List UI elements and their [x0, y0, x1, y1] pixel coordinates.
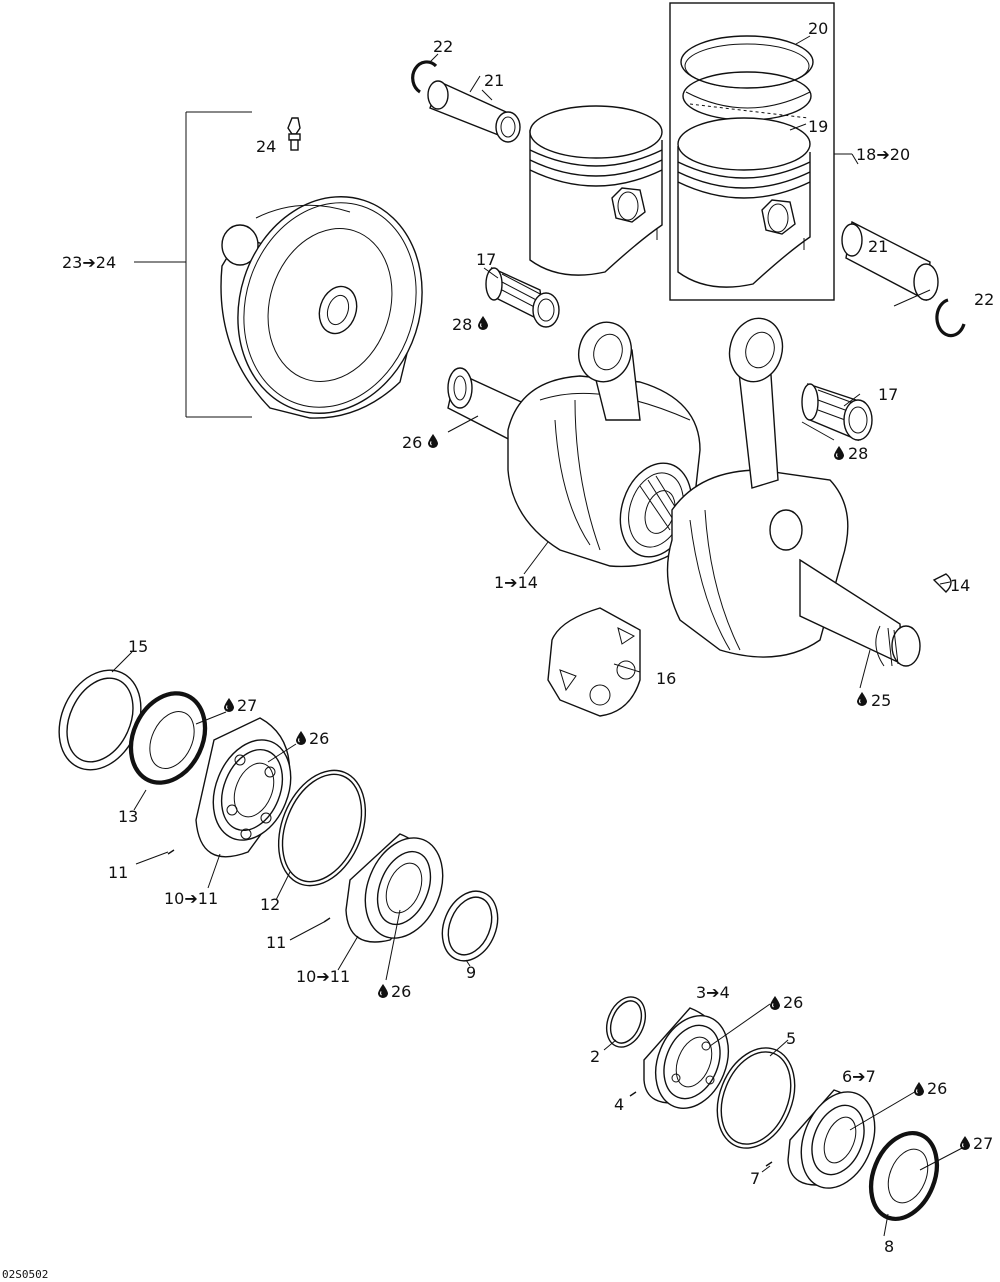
- part-label: 18➔20: [856, 145, 910, 164]
- circlip-right: [935, 298, 966, 338]
- part-label: 10➔11: [296, 967, 350, 986]
- thrust-washer-9: [441, 890, 499, 962]
- needle-bearing-right: [801, 383, 873, 442]
- part-label: 22: [433, 37, 453, 56]
- part-label: 9: [466, 963, 476, 982]
- wrist-pin-right: [841, 220, 939, 302]
- ring-2: [605, 996, 647, 1048]
- ball-bearing-10b: [345, 833, 444, 943]
- o-ring-5: [716, 1047, 796, 1149]
- oil-drop-icon: [378, 984, 388, 998]
- oil-drop-icon: [770, 996, 780, 1010]
- part-label: 14: [950, 576, 970, 595]
- o-ring-12: [277, 769, 367, 887]
- part-label: 28: [848, 444, 868, 463]
- part-label: 21: [484, 71, 504, 90]
- part-label: 6➔7: [842, 1067, 876, 1086]
- part-label: 13: [118, 807, 138, 826]
- part-label: 26: [402, 433, 422, 452]
- part-label: 7: [750, 1169, 760, 1188]
- part-label: 4: [614, 1095, 624, 1114]
- oil-drop-icon: [960, 1136, 970, 1150]
- ball-bearing-6: [787, 1089, 876, 1189]
- part-label: 5: [786, 1029, 796, 1048]
- flywheel-bracket: [134, 111, 252, 418]
- oil-drop-icon: [428, 434, 438, 448]
- oil-drop-icon: [296, 731, 306, 745]
- dowel-pin-7: [765, 1161, 773, 1167]
- ball-bearing-10a: [195, 717, 292, 858]
- part-label: 15: [128, 637, 148, 656]
- part-label: 21: [868, 237, 888, 256]
- crankshaft: [447, 317, 921, 667]
- part-labels: 22 21 20 19 18➔20 24 23➔24 17 28 21 22 1…: [2, 19, 994, 1281]
- part-label: 22: [974, 290, 994, 309]
- part-label: 20: [808, 19, 828, 38]
- part-label: 24: [256, 137, 276, 156]
- needle-bearing-left: [485, 266, 560, 328]
- circlip-top: [411, 53, 439, 94]
- part-label: 23➔24: [62, 253, 116, 272]
- part-label: 11: [108, 863, 128, 882]
- dowel-pin-4: [629, 1091, 637, 1097]
- oil-drop-icon: [834, 446, 844, 460]
- leader-lines: [111, 35, 967, 1237]
- part-label: 2: [590, 1047, 600, 1066]
- part-label: 26: [309, 729, 329, 748]
- part-label: 17: [878, 385, 898, 404]
- part-label: 27: [973, 1134, 993, 1153]
- oil-drop-icon: [224, 698, 234, 712]
- distance-plate: [547, 607, 641, 717]
- part-label: 27: [237, 696, 257, 715]
- oil-drop-icon: [478, 316, 488, 330]
- part-label: 10➔11: [164, 889, 218, 908]
- grease-fitting-icon: [287, 117, 301, 151]
- flywheel: [220, 196, 423, 419]
- dowel-pin-11b: [323, 917, 331, 923]
- part-label: 11: [266, 933, 286, 952]
- ball-bearing-3: [643, 1007, 729, 1109]
- oil-drop-icon: [857, 692, 867, 706]
- part-label: 19: [808, 117, 828, 136]
- part-label: 17: [476, 250, 496, 269]
- part-label: 26: [927, 1079, 947, 1098]
- wrist-pin-top: [427, 80, 521, 143]
- diagram-code: 02S0502: [2, 1268, 48, 1281]
- part-label: 8: [884, 1237, 894, 1256]
- oil-seal-13: [128, 691, 208, 785]
- piston-left: [529, 105, 663, 276]
- part-label: 25: [871, 691, 891, 710]
- part-label: 26: [391, 982, 411, 1001]
- part-label: 1➔14: [494, 573, 538, 592]
- part-label: 3➔4: [696, 983, 730, 1002]
- oil-drop-icon: [914, 1082, 924, 1096]
- part-label: 12: [260, 895, 280, 914]
- part-label: 28: [452, 315, 472, 334]
- ring-set-box: [669, 2, 852, 301]
- part-label: 16: [656, 669, 676, 688]
- part-label: 26: [783, 993, 803, 1012]
- dowel-pin-11a: [167, 849, 175, 855]
